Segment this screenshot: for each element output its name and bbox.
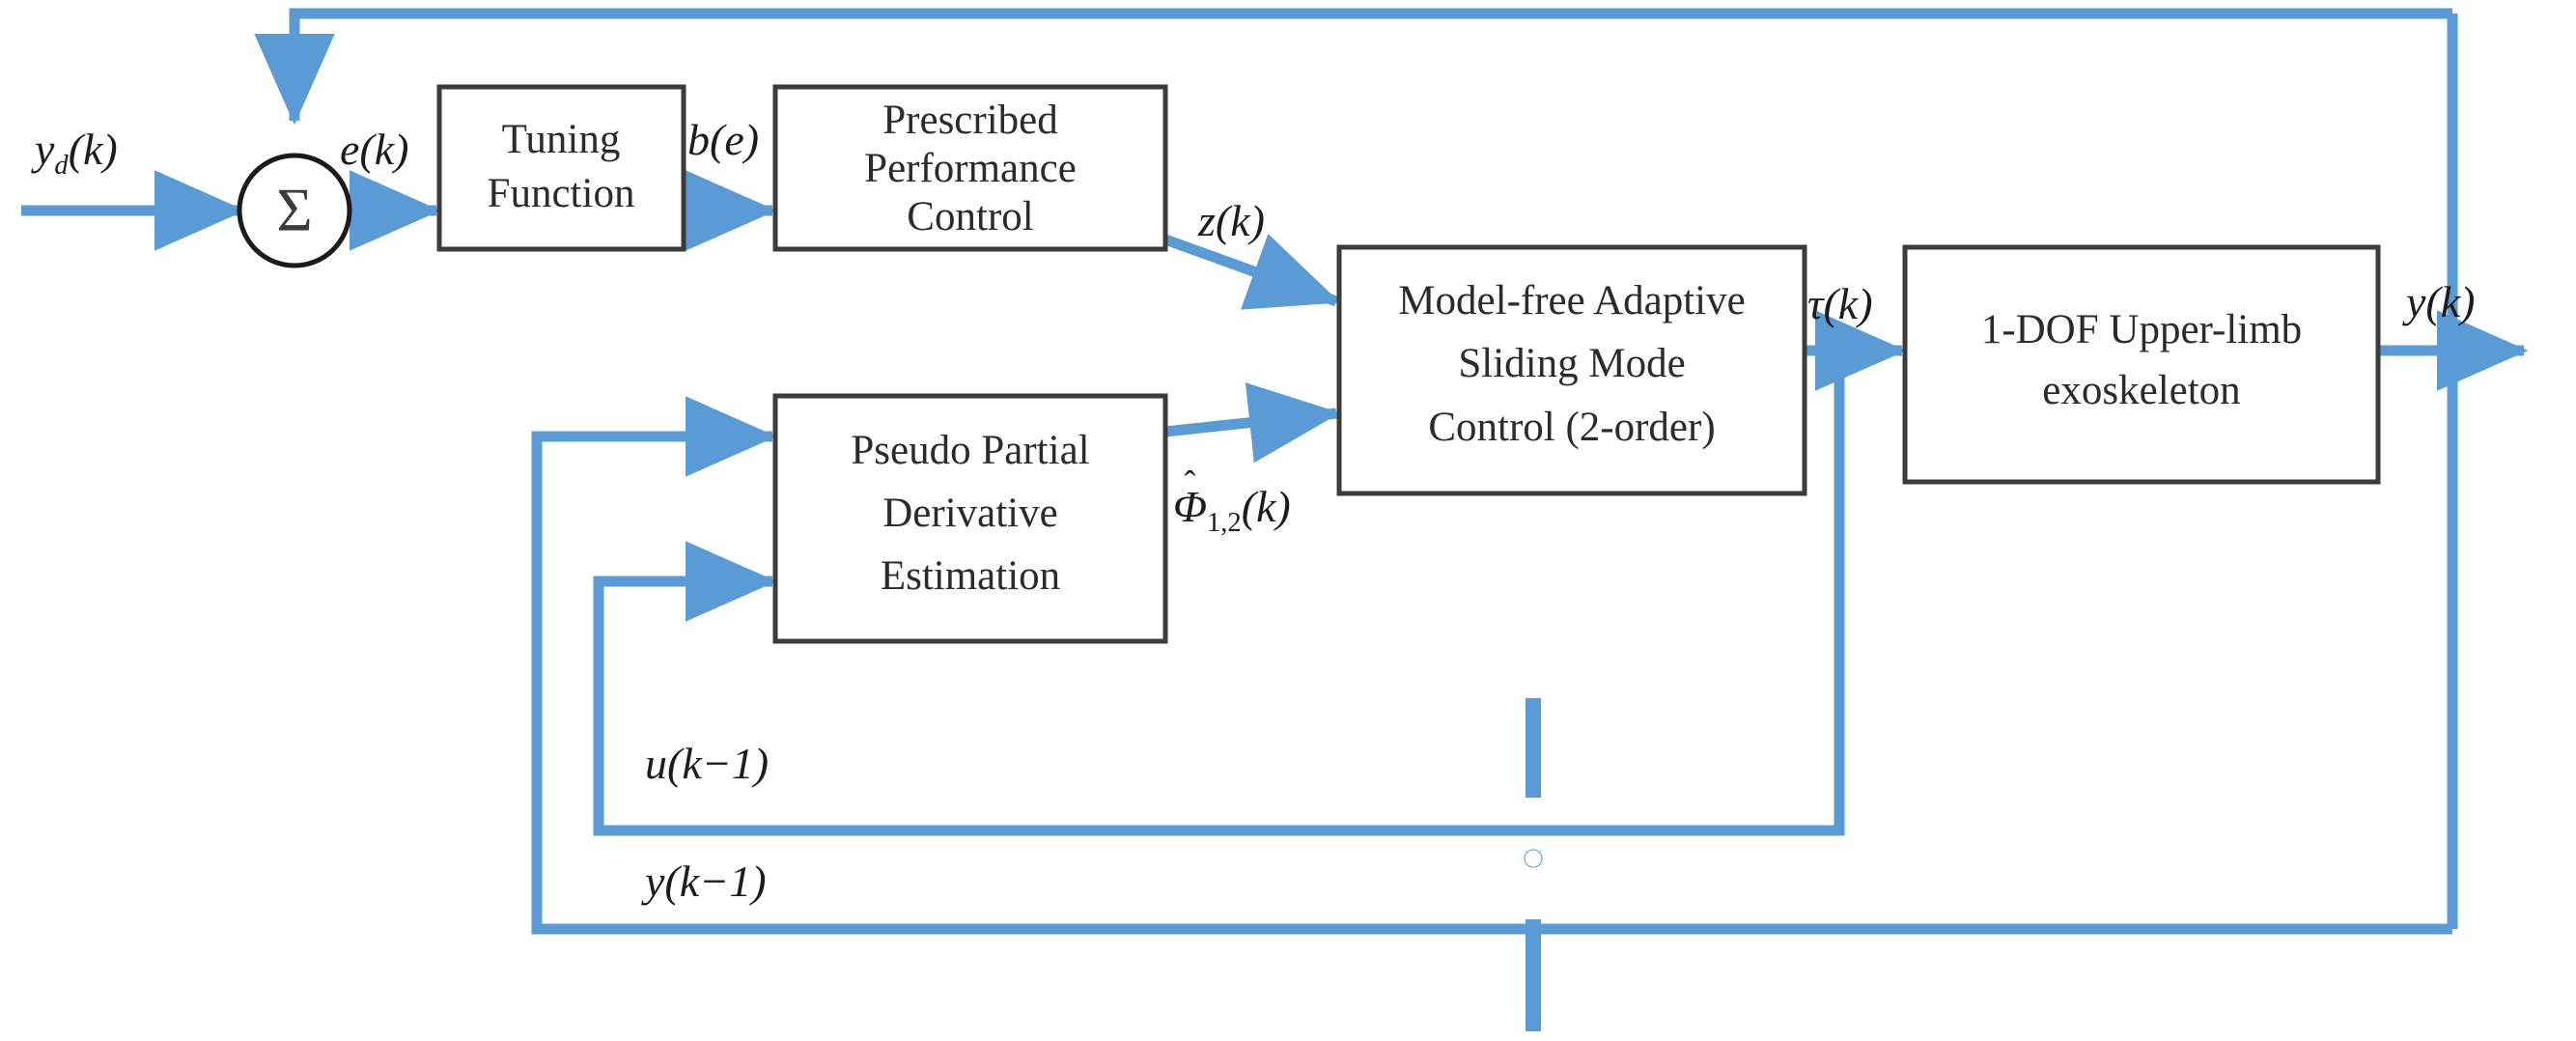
signal-delayed-input-base: u — [645, 739, 667, 788]
signal-label-ppc-out: z(k) — [1198, 199, 1265, 243]
block-ppd-line-3: Estimation — [881, 553, 1060, 599]
block-prescribed-performance-control[interactable] — [772, 84, 1168, 252]
signal-reference-base: y — [35, 125, 55, 174]
block-ppd-line-2: Derivative — [882, 491, 1057, 536]
block-ppc-line-1: Prescribed — [882, 98, 1058, 143]
block-plant-line-1: 1-DOF Upper-limb — [1981, 307, 2302, 352]
block-exoskeleton-plant[interactable] — [1902, 244, 2381, 485]
summing-junction[interactable] — [237, 153, 352, 268]
signal-torque-arg: (k) — [1823, 279, 1873, 328]
block-tuning-function-line-1: Tuning — [502, 117, 621, 162]
wire-ppc-to-mfasmc — [1163, 234, 1341, 310]
signal-output-base: y — [2406, 277, 2426, 326]
wire-output-feedback-to-ppd — [531, 396, 2452, 935]
block-ppc-line-2: Performance — [864, 146, 1077, 191]
signal-ppd-out-arg: (k) — [1241, 482, 1291, 531]
signal-ppc-out-arg: (k) — [1215, 196, 1265, 245]
block-mfasmc-line-1: Model-free Adaptive — [1398, 278, 1745, 324]
signal-error-base: e — [340, 125, 360, 174]
block-mfasmc-line-3: Control (2-order) — [1428, 405, 1715, 450]
signal-tuning-out-arg: (e) — [710, 115, 760, 164]
signal-label-delayed-output: y(k−1) — [645, 859, 767, 904]
signal-torque-base: τ — [1807, 279, 1824, 328]
signal-label-tuning-out: b(e) — [687, 118, 759, 162]
signal-ppd-out-base: Φ — [1173, 482, 1208, 531]
wire-ppd-to-mfasmc — [1164, 382, 1341, 464]
signal-delayed-input-arg: (k−1) — [667, 739, 770, 788]
wire-output-feedback-to-sum — [254, 8, 2452, 126]
signal-error-arg: (k) — [359, 125, 409, 174]
signal-label-reference: yd(k) — [35, 127, 118, 181]
block-plant-line-2: exoskeleton — [2042, 368, 2240, 413]
signal-ppc-out-base: z — [1198, 196, 1216, 245]
signal-ppd-out-sub: 1,2 — [1207, 508, 1242, 539]
block-tuning-function-line-2: Function — [488, 171, 635, 216]
signal-delayed-output-base: y — [645, 857, 665, 906]
block-ppd-line-1: Pseudo Partial — [851, 428, 1089, 473]
signal-label-output: y(k) — [2406, 280, 2475, 324]
block-tuning-function[interactable] — [436, 84, 686, 252]
signal-reference-sub: d — [54, 151, 69, 182]
signal-tuning-out-base: b — [687, 115, 710, 164]
block-pseudo-partial-derivative-estimation[interactable] — [772, 393, 1168, 644]
signal-delayed-output-arg: (k−1) — [664, 857, 767, 906]
block-mfasmc-line-2: Sliding Mode — [1458, 341, 1685, 386]
signal-reference-arg: (k) — [68, 125, 118, 174]
signal-label-delayed-input: u(k−1) — [645, 742, 769, 786]
signal-ppd-out-hat: ˆ — [1184, 463, 1196, 502]
vertical-dash-dot — [1524, 849, 1543, 868]
signal-output-arg: (k) — [2425, 277, 2476, 326]
block-model-free-adaptive-sliding-mode-control[interactable] — [1336, 244, 1807, 496]
block-ppc-line-3: Control — [907, 194, 1033, 239]
summing-junction-glyph: Σ — [276, 176, 312, 244]
wire-torque-feedback-to-ppd — [593, 351, 1845, 836]
signal-label-control-torque: τ(k) — [1807, 282, 1873, 326]
signal-label-error: e(k) — [340, 127, 408, 172]
